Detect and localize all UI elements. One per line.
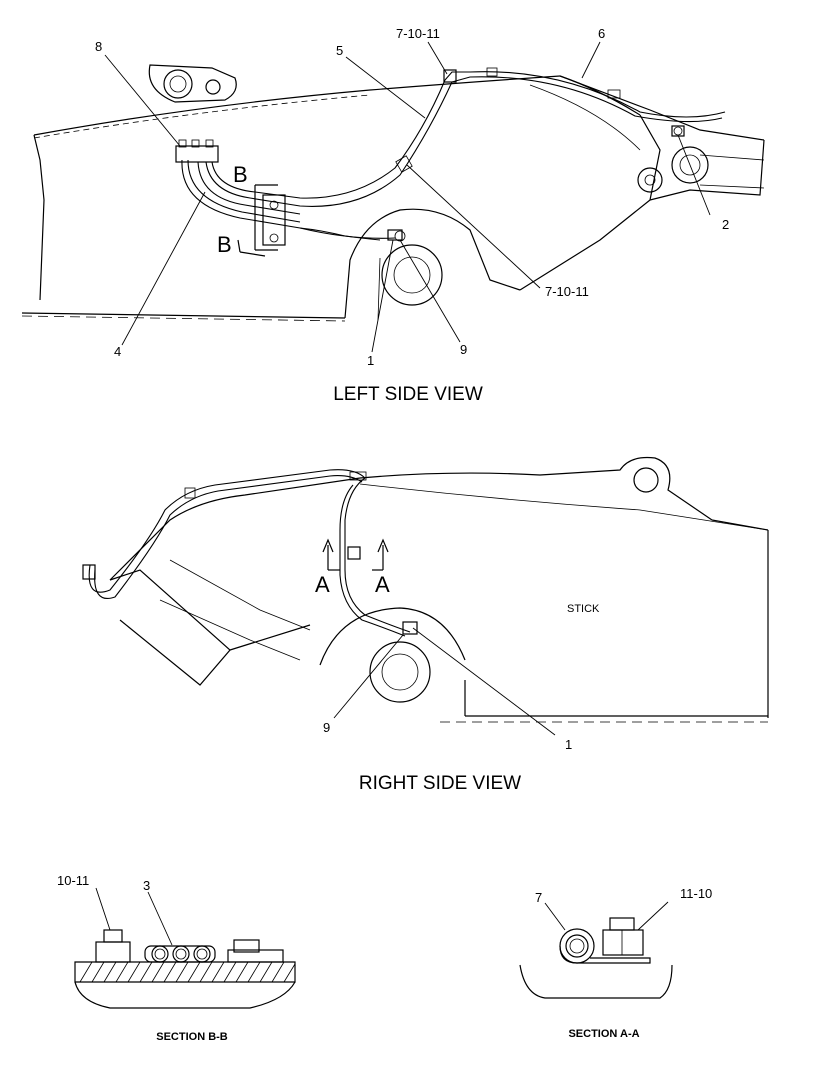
right-stick-outline — [109, 456, 769, 723]
section-aa-clamp — [559, 928, 651, 964]
section-aa-detail: 7 11-10 SECTION A-A — [519, 886, 712, 1040]
left-side-view: B B 8 5 7-10-11 6 2 7-10-11 4 1 9 LEFT — [21, 26, 765, 405]
left-hose-clamp — [262, 155, 413, 246]
callout-5: 5 — [336, 43, 343, 58]
right-view-leaders — [333, 627, 556, 736]
section-aa-marks: A A — [315, 538, 390, 597]
section-bb-title: SECTION B-B — [156, 1031, 228, 1043]
left-view-title: LEFT SIDE VIEW — [333, 384, 483, 405]
right-view-title: RIGHT SIDE VIEW — [359, 773, 521, 794]
callout-7-10-11-mid: 7-10-11 — [545, 284, 589, 299]
section-b-label-top: B — [233, 162, 248, 187]
section-bb-bolt-left — [95, 929, 131, 963]
section-a-label-right: A — [375, 572, 390, 597]
left-view-callouts: 8 5 7-10-11 6 2 7-10-11 4 1 9 — [95, 26, 729, 368]
right-fittings — [82, 471, 418, 635]
section-a-label-left: A — [315, 572, 330, 597]
callout-10-11: 10-11 — [57, 873, 89, 888]
section-bb-bolt-right — [227, 939, 284, 963]
callout-1-right: 1 — [565, 737, 572, 752]
section-bb-hoses — [144, 945, 216, 963]
section-bb-detail: 10-11 3 SECTION B-B — [57, 873, 296, 1043]
left-manifold-block — [175, 139, 219, 163]
callout-8: 8 — [95, 39, 102, 54]
section-b-label-bottom: B — [217, 232, 232, 257]
callout-7-10-11-top: 7-10-11 — [396, 26, 440, 41]
section-aa-bolt — [602, 917, 644, 956]
left-lower-pin-boss — [377, 244, 443, 321]
callout-11-10: 11-10 — [680, 886, 712, 901]
section-aa-title: SECTION A-A — [568, 1028, 639, 1040]
left-boom-pin-lug — [148, 64, 237, 103]
left-stick-pin — [637, 146, 709, 193]
stick-label: STICK — [567, 603, 600, 615]
right-hose-route — [88, 469, 411, 637]
right-view-callouts: 9 1 STICK — [323, 603, 600, 752]
right-pins — [369, 467, 659, 703]
callout-9-right: 9 — [323, 720, 330, 735]
callout-6: 6 — [598, 26, 605, 41]
left-hose-bundle — [181, 71, 726, 241]
callout-7-section-aa: 7 — [535, 890, 542, 905]
left-fittings — [387, 67, 685, 242]
section-bb-marks: B B — [217, 162, 278, 257]
section-bb-hatch — [79, 961, 296, 983]
callout-3: 3 — [143, 878, 150, 893]
callout-2: 2 — [722, 217, 729, 232]
left-view-leaders — [104, 41, 711, 353]
callout-9: 9 — [460, 342, 467, 357]
left-boom-outline — [21, 75, 765, 322]
callout-4: 4 — [114, 344, 121, 359]
callout-1: 1 — [367, 353, 374, 368]
right-side-view: A A 9 1 STICK RIGHT SIDE VIEW — [82, 456, 769, 794]
